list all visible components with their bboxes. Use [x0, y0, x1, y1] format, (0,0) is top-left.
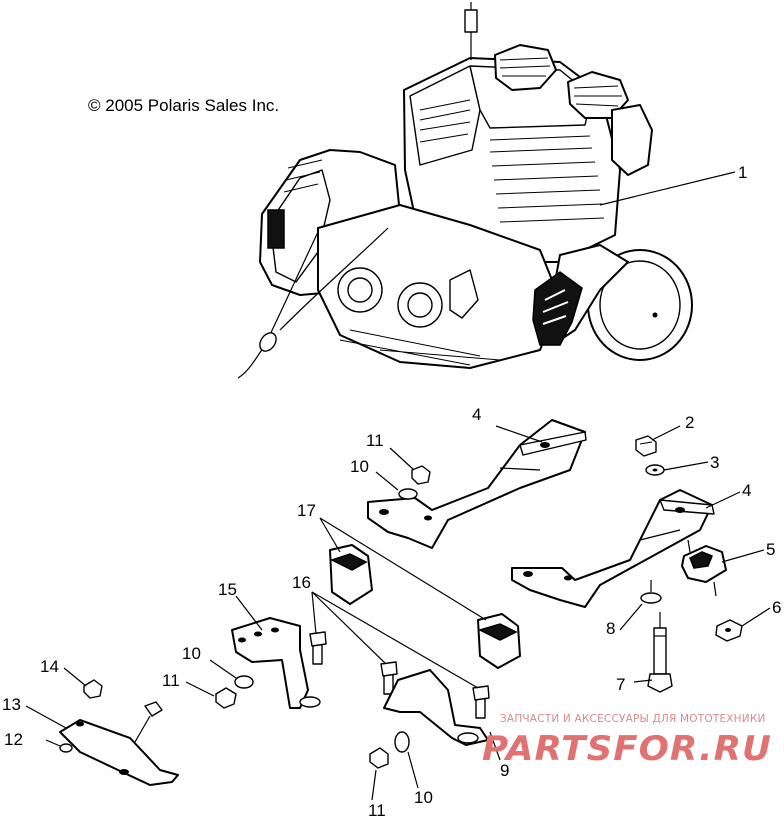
- callout-labels: 1 2 3 4 4 5 6 7 8 9 10 10 10 11 11 11 12…: [2, 163, 781, 819]
- callout-16: 16: [292, 573, 311, 592]
- rubber-mount-5: [681, 539, 727, 597]
- callout-4-upper: 4: [472, 405, 481, 424]
- callout-1: 1: [738, 163, 747, 182]
- nut-12: [59, 743, 73, 753]
- bolt-13: [134, 701, 163, 743]
- callout-10-left: 10: [182, 644, 201, 663]
- watermark-brand: PARTSFOR.RU: [482, 729, 772, 769]
- engine-mount-bracket-upper: [367, 419, 587, 549]
- bracket-15: [231, 617, 321, 709]
- rubber-block-17a: [329, 544, 373, 605]
- callout-13: 13: [2, 695, 21, 714]
- bolt-16c: [472, 685, 490, 719]
- watermark: ЗАПЧАСТИ И АКСЕССУАРЫ ДЛЯ МОТОТЕХНИКИ PA…: [482, 713, 772, 769]
- bracket-9-assembly: [383, 669, 489, 746]
- callout-4-lower: 4: [742, 481, 751, 500]
- nut-2: [635, 435, 657, 457]
- engine-mount-bracket-lower: [511, 489, 715, 608]
- callout-2: 2: [685, 413, 694, 432]
- nut-6: [715, 619, 743, 642]
- nut-11c: [369, 747, 389, 769]
- nut-14: [83, 679, 103, 699]
- nut-11a: [411, 465, 431, 485]
- callout-9: 9: [500, 761, 509, 780]
- bolt-7: [647, 612, 673, 693]
- callout-10-bottom: 10: [414, 788, 433, 807]
- callout-12: 12: [4, 730, 23, 749]
- washer-10b: [234, 675, 254, 689]
- bolt-16b: [380, 661, 398, 695]
- nut-11b: [215, 687, 237, 709]
- callout-10-upper: 10: [350, 457, 369, 476]
- leader-lines: [25, 425, 771, 801]
- engine-assembly: [237, 2, 693, 379]
- callout-5: 5: [766, 540, 775, 559]
- callout-8: 8: [606, 619, 615, 638]
- callout-3: 3: [710, 453, 719, 472]
- watermark-tagline: ЗАПЧАСТИ И АКСЕССУАРЫ ДЛЯ МОТОТЕХНИКИ: [500, 713, 766, 725]
- copyright-text: © 2005 Polaris Sales Inc.: [88, 96, 279, 115]
- washer-10a: [398, 488, 418, 500]
- callout-11-left: 11: [162, 671, 180, 690]
- bracket-13: [59, 719, 179, 786]
- callout-6: 6: [772, 598, 781, 617]
- bolt-16a: [309, 631, 327, 665]
- callout-7: 7: [616, 675, 625, 694]
- callout-17: 17: [297, 501, 316, 520]
- rubber-block-17b: [477, 613, 521, 669]
- washer-10c: [394, 731, 410, 753]
- callout-15: 15: [218, 580, 237, 599]
- callout-11-bottom: 11: [368, 801, 386, 819]
- callout-11-upper: 11: [366, 431, 384, 450]
- washer-8: [640, 592, 662, 604]
- callout-14: 14: [40, 657, 59, 676]
